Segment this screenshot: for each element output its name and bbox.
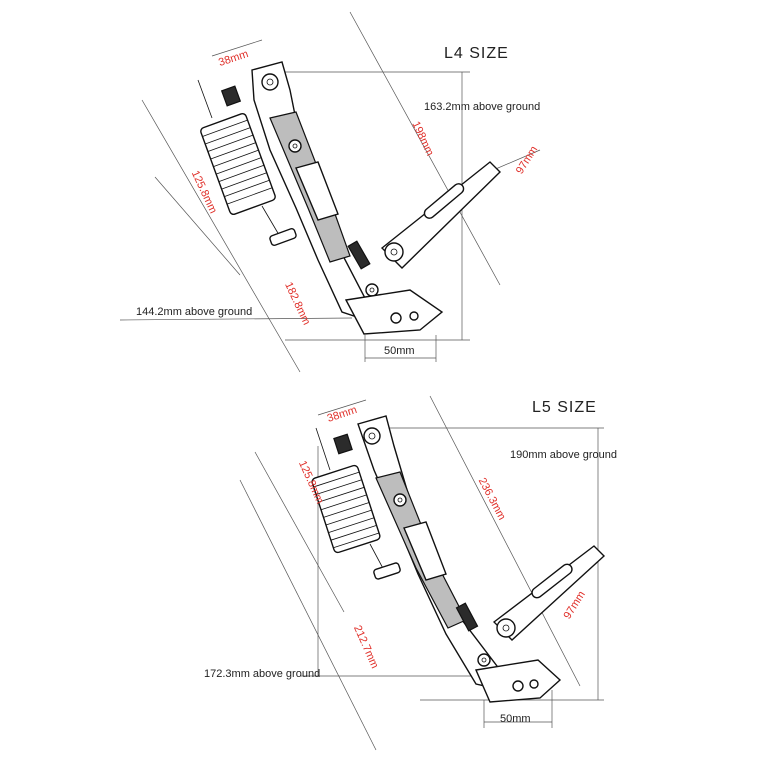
l4-upper-ground-note: 163.2mm above ground (424, 101, 540, 113)
l4-spring-length: 125.8mm (189, 169, 219, 216)
l5-lower-ground-note: 172.3mm above ground (204, 668, 320, 680)
l5-top-width: 38mm (326, 404, 359, 425)
l5-spring (311, 464, 381, 554)
l4-top-width: 38mm (217, 48, 250, 69)
l4-title: L4 SIZE (444, 45, 509, 62)
l5-title: L5 SIZE (532, 399, 597, 416)
l5-foot-width: 97mm (562, 589, 588, 621)
l4-total-height: 198mm (409, 120, 435, 158)
l4-foot-width: 97mm (514, 144, 540, 176)
l5-base-width: 50mm (500, 713, 531, 725)
l4-foot (344, 289, 444, 335)
l4-diagram: L4 SIZE (119, 11, 540, 373)
l5-upper-ground-note: 190mm above ground (510, 449, 617, 461)
l5-diagram: L5 SIZE (204, 395, 617, 751)
l4-lower-length: 182.8mm (282, 280, 312, 327)
l5-lower-length: 212.7mm (351, 624, 381, 671)
l4-base-width: 50mm (384, 345, 415, 357)
l4-lower-ground-note: 144.2mm above ground (136, 306, 252, 318)
